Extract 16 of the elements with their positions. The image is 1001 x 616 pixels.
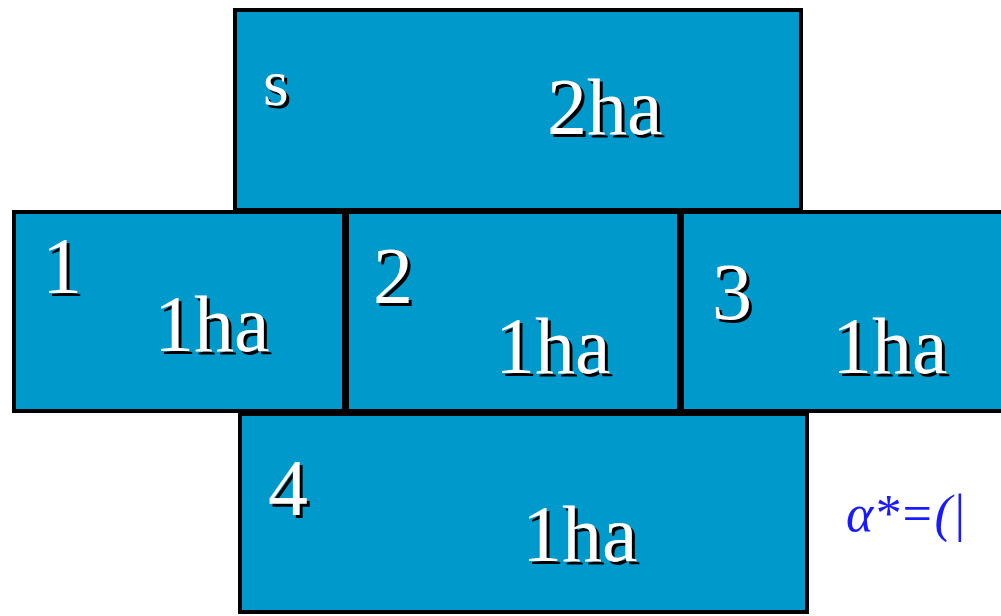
plot-area: 1ha: [522, 494, 638, 574]
field-plot: [345, 210, 681, 413]
field-plot: [12, 210, 346, 413]
field-plot: [680, 210, 1001, 413]
field-plot: [233, 8, 803, 212]
plot-area: 1ha: [154, 284, 270, 364]
plot-area: 2ha: [547, 67, 663, 147]
plot-area: 1ha: [495, 306, 611, 386]
field-plot: [238, 412, 809, 614]
plot-number: s: [263, 50, 289, 116]
plot-number: 3: [712, 252, 752, 332]
plot-number: 1: [42, 226, 82, 306]
plot-number: 2: [373, 236, 413, 316]
formula: α*=(|: [846, 488, 966, 540]
plot-number: 4: [268, 448, 308, 528]
plot-area: 1ha: [832, 306, 948, 386]
